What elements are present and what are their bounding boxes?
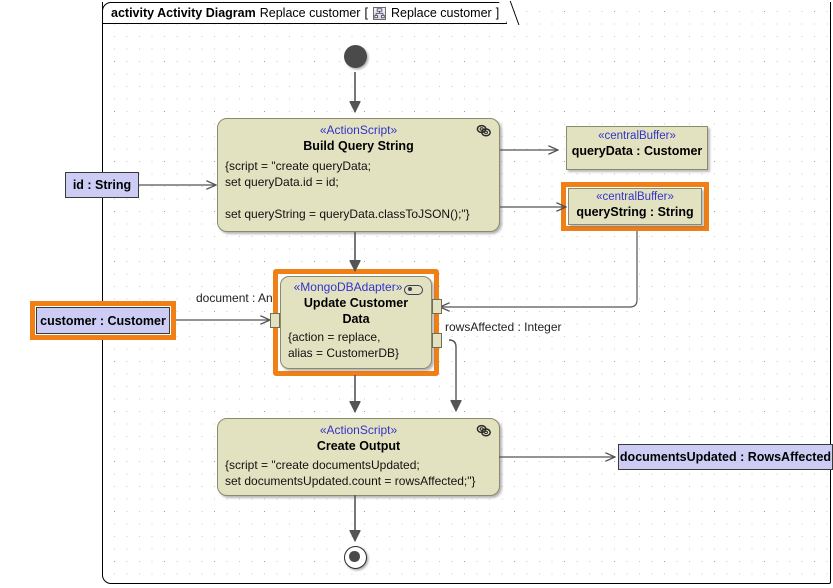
- activity-final-inner: [349, 551, 360, 562]
- initial-node[interactable]: [344, 45, 367, 68]
- buffer-name: queryData : Customer: [571, 144, 703, 158]
- adapter-pill-icon: [404, 285, 423, 295]
- script-links-icon: [476, 424, 491, 437]
- action-body: {script = "create documentsUpdated; set …: [225, 458, 476, 488]
- action-create-output[interactable]: «ActionScript» Create Output {script = "…: [217, 418, 500, 496]
- action-update-customer-data[interactable]: «MongoDBAdapter» Update Customer Data {a…: [280, 276, 432, 369]
- central-buffer-querystring[interactable]: «centralBuffer» queryString : String: [568, 188, 702, 225]
- action-name: Update Customer Data: [303, 296, 409, 326]
- frame-header-name: Replace customer: [259, 6, 361, 20]
- action-body: {script = "create queryData; set queryDa…: [225, 159, 470, 221]
- input-pin-querystring[interactable]: [432, 299, 442, 314]
- frame-header-tab[interactable]: activity Activity Diagram Replace custom…: [102, 1, 520, 25]
- action-body: {action = replace, alias = CustomerDB}: [288, 330, 400, 360]
- action-name: Create Output: [316, 439, 401, 453]
- parameter-label: customer : Customer: [40, 313, 166, 328]
- input-pin-document[interactable]: [270, 313, 280, 328]
- edge-label-rows-affected: rowsAffected : Integer: [445, 320, 562, 334]
- activity-parameter-id[interactable]: id : String: [65, 172, 139, 198]
- central-buffer-querydata[interactable]: «centralBuffer» queryData : Customer: [566, 126, 708, 170]
- parameter-label: documentsUpdated : RowsAffected: [619, 450, 832, 464]
- frame-header-bracket-close: ]: [495, 6, 500, 20]
- activity-diagram-icon: [372, 6, 386, 20]
- frame-header-bracket-open: [: [364, 6, 368, 20]
- buffer-name: queryString : String: [576, 205, 694, 219]
- action-name: Build Query String: [303, 139, 414, 153]
- parameter-label: id : String: [72, 178, 132, 192]
- activity-final-node[interactable]: [344, 546, 367, 569]
- output-pin-rowsaffected[interactable]: [432, 333, 442, 348]
- buffer-stereotype: «centralBuffer»: [598, 130, 676, 142]
- action-stereotype: «ActionScript»: [319, 423, 398, 437]
- frame-header-keyword: activity Activity Diagram: [111, 6, 256, 20]
- activity-parameter-customer[interactable]: customer : Customer: [36, 307, 170, 334]
- activity-parameter-documentsupdated[interactable]: documentsUpdated : RowsAffected: [618, 444, 833, 470]
- action-stereotype: «ActionScript»: [319, 123, 398, 137]
- action-build-query-string[interactable]: «ActionScript» Build Query String {scrip…: [217, 118, 500, 232]
- buffer-stereotype: «centralBuffer»: [596, 191, 674, 203]
- script-links-icon: [476, 124, 491, 137]
- frame-header-qualified-name: Replace customer: [390, 6, 492, 20]
- edge-label-document-any: document : Any: [196, 291, 279, 305]
